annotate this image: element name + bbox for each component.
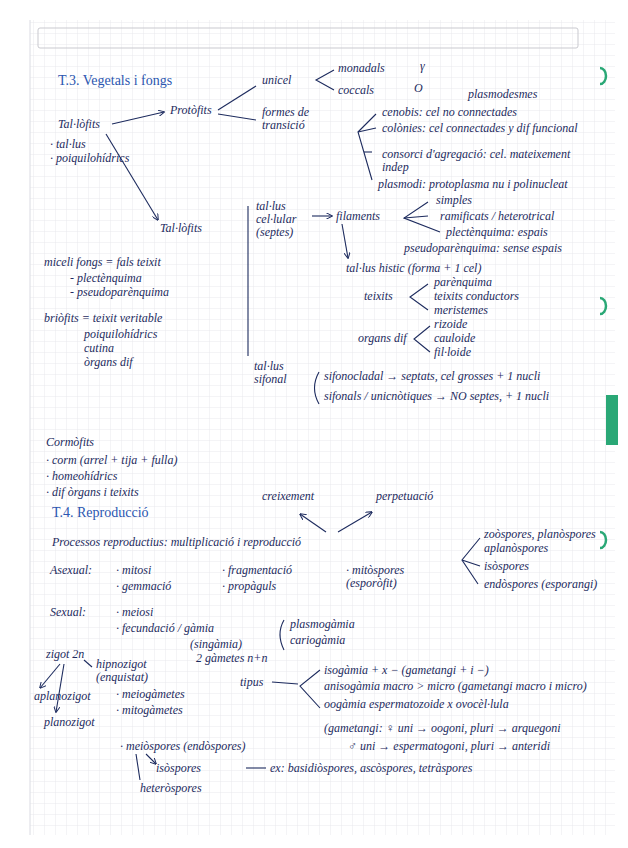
note-text: · meiosi bbox=[116, 606, 153, 619]
note-text: formes de transició bbox=[262, 106, 342, 132]
side-tab bbox=[606, 395, 618, 445]
note-text: zoòspores, planòspores bbox=[484, 528, 596, 541]
note-text: sifonals / unicnòtiques → NO septes, + 1… bbox=[324, 390, 549, 403]
note-text: aplanòspores bbox=[484, 542, 548, 555]
note-text: parènquima bbox=[434, 276, 492, 289]
grid-paper bbox=[30, 20, 615, 835]
note-text: heteròspores bbox=[140, 782, 202, 795]
note-text: teixits bbox=[364, 290, 393, 303]
note-text: · gemmació bbox=[116, 580, 171, 593]
note-text: planozigot bbox=[44, 716, 95, 729]
tab-marks bbox=[600, 68, 606, 548]
note-text: plasmodi: protoplasma nu i polinucleat bbox=[378, 178, 568, 191]
note-text: - plectènquima bbox=[70, 272, 142, 285]
note-text: cenobis: cel no connectades bbox=[382, 106, 517, 119]
note-text: · homeohídrics bbox=[46, 470, 117, 483]
note-text: plectènquima: espais bbox=[446, 226, 548, 239]
note-text: isòspores bbox=[484, 560, 529, 573]
note-text: òrgans dif bbox=[84, 356, 133, 369]
note-text: isogàmia + x − (gametangi + i −) bbox=[324, 664, 489, 677]
note-text: filaments bbox=[336, 210, 380, 223]
note-text: aplanozigot bbox=[34, 690, 91, 703]
note-text: · mitòspores (esporòfit) bbox=[346, 564, 456, 590]
note-text: unicel bbox=[262, 74, 291, 87]
note-text: · poiquilohídrics bbox=[50, 152, 129, 165]
note-text: tal·lus histic (forma + 1 cel) bbox=[346, 262, 481, 275]
note-text: Tal·lòfits bbox=[160, 222, 202, 235]
note-text: plasmogàmia bbox=[290, 618, 355, 631]
note-text: endòspores (esporangi) bbox=[484, 578, 597, 591]
note-text: Processos reproductius: multiplicació i … bbox=[52, 536, 301, 549]
note-text: cutina bbox=[84, 342, 114, 355]
note-text: Tal·lòfits bbox=[58, 118, 100, 131]
note-text: ramificats / heterotrical bbox=[440, 210, 554, 223]
note-text: miceli fongs = fals teixit bbox=[44, 256, 161, 269]
note-text: pseudoparènquima: sense espais bbox=[404, 242, 562, 255]
note-text: · fecundació / gàmia bbox=[116, 622, 214, 635]
note-text: Sexual: bbox=[50, 606, 86, 619]
note-text: poiquilohídrics bbox=[84, 328, 157, 341]
note-text: γ bbox=[420, 60, 425, 73]
note-text: ex: basidiòspores, ascòspores, tetràspor… bbox=[270, 762, 472, 775]
note-text: · corm (arrel + tija + fulla) bbox=[46, 454, 177, 467]
header-box bbox=[38, 28, 578, 48]
note-text: tal·lus sifonal bbox=[254, 360, 314, 386]
note-text: ♂ uni → espermatogoni, pluri → anteridi bbox=[348, 740, 550, 753]
note-text: zigot 2n bbox=[46, 648, 84, 661]
note-text: tal·lus cel·lular (septes) bbox=[256, 200, 316, 239]
note-text: hipnozigot (enquistat) bbox=[96, 658, 166, 684]
note-text: meristemes bbox=[434, 304, 488, 317]
note-text: - pseudoparènquima bbox=[70, 286, 169, 299]
note-text: colònies: cel connectades y dif funciona… bbox=[382, 122, 582, 135]
note-text: sifonocladal → septats, cel grosses + 1 … bbox=[324, 370, 540, 383]
note-text: · meiogàmetes bbox=[116, 688, 185, 701]
page-margin bbox=[30, 20, 31, 835]
note-text: · fragmentació bbox=[222, 564, 292, 577]
note-text: isòspores bbox=[156, 762, 201, 775]
note-text: creixement bbox=[262, 490, 314, 503]
note-text: anisogàmia macro > micro (gametangi macr… bbox=[324, 680, 587, 693]
note-text: simples bbox=[436, 194, 472, 207]
note-text: (gametangi: ♀ uni → oogoni, pluri → arqu… bbox=[324, 722, 561, 735]
note-text: · propàguls bbox=[222, 580, 276, 593]
note-text: tipus bbox=[240, 676, 263, 689]
note-text: 2 gàmetes n+n bbox=[196, 652, 267, 665]
note-text: Protòfits bbox=[170, 104, 212, 117]
note-text: teixits conductors bbox=[434, 290, 519, 303]
note-text: · meiòspores (endòspores) bbox=[120, 740, 245, 753]
note-text: · mitogàmetes bbox=[116, 704, 183, 717]
section-heading: T.4. Reproducció bbox=[52, 506, 149, 519]
note-text: rizoide bbox=[434, 318, 467, 331]
note-text: fil·loide bbox=[434, 346, 471, 359]
note-text: perpetuació bbox=[376, 490, 433, 503]
note-text: plasmodesmes bbox=[468, 88, 537, 101]
note-text: briòfits = teixit veritable bbox=[44, 312, 162, 325]
note-text: · tal·lus bbox=[50, 138, 86, 151]
note-text: Cormòfits bbox=[46, 436, 94, 449]
note-text: cauloide bbox=[434, 332, 475, 345]
section-heading: T.3. Vegetals i fongs bbox=[58, 74, 172, 87]
note-text: monadals bbox=[338, 62, 385, 75]
note-text: consorci d'agregació: cel. mateixement i… bbox=[382, 148, 582, 174]
note-text: O bbox=[414, 82, 423, 95]
note-text: (singàmia) bbox=[190, 638, 242, 651]
note-text: · dif òrgans i teixits bbox=[46, 486, 139, 499]
note-text: · mitosi bbox=[116, 564, 151, 577]
note-text: Asexual: bbox=[50, 564, 92, 577]
note-text: coccals bbox=[338, 84, 374, 97]
note-text: organs dif bbox=[358, 332, 407, 345]
note-text: cariogàmia bbox=[290, 634, 345, 647]
note-text: oogàmia espermatozoide x ovocèl·lula bbox=[324, 698, 509, 711]
